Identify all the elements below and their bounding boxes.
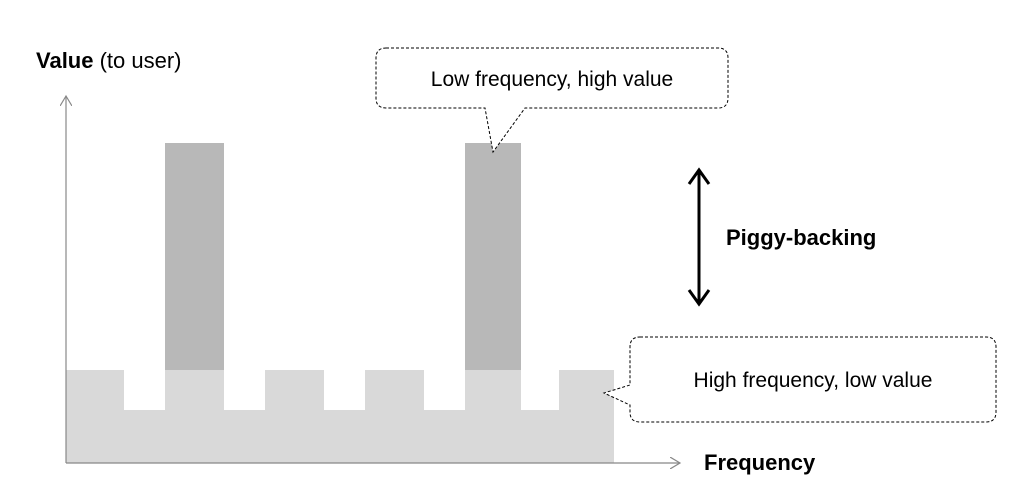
piggy-backing-label: Piggy-backing: [726, 225, 876, 250]
high-value-bar-right: [465, 143, 521, 370]
y-axis-label: Value (to user): [36, 48, 182, 73]
piggy-backing-arrow: [687, 167, 711, 307]
callout-bottom-text: High frequency, low value: [694, 369, 933, 392]
callout-bottom-bubble: [602, 336, 997, 423]
high-value-bar-left: [165, 143, 224, 370]
x-axis-label: Frequency: [704, 450, 816, 475]
low-value-band: [66, 370, 614, 463]
callout-top-bubble: [375, 47, 729, 154]
callout-top-text: Low frequency, high value: [431, 68, 673, 91]
